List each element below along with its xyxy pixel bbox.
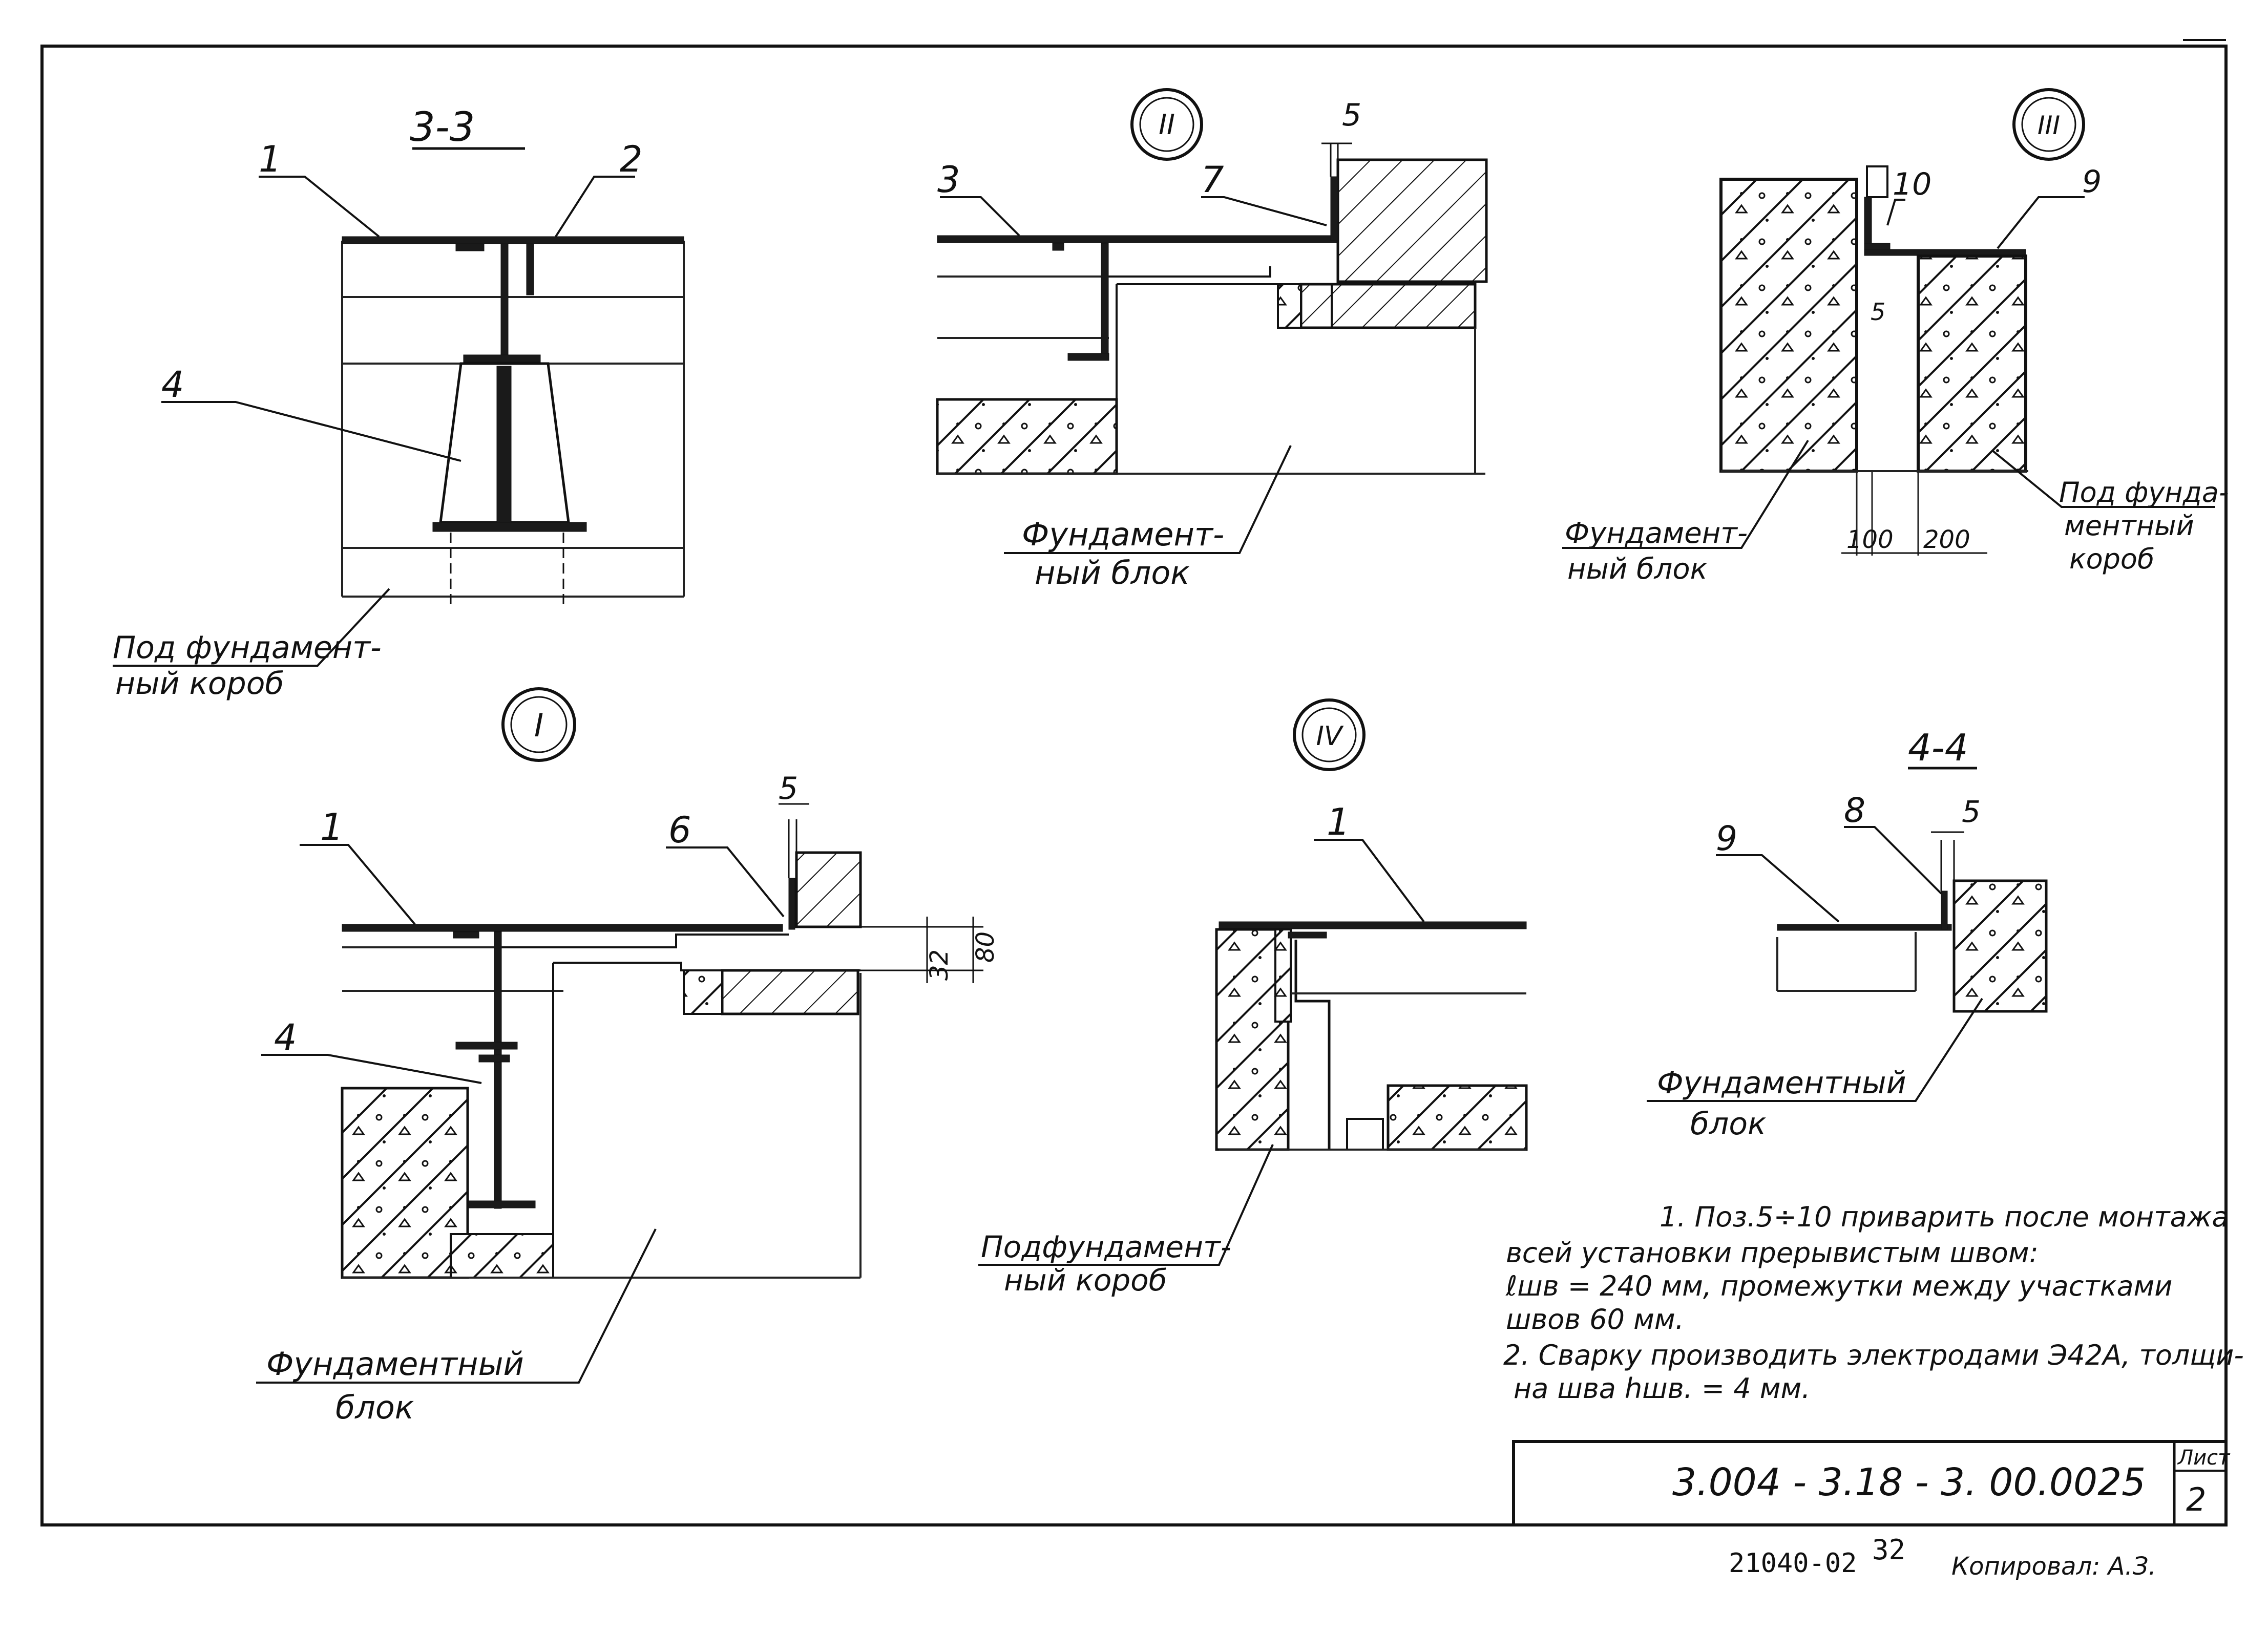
detail-section-4-4: 4-4 5 9 8 Фундаментный блок <box>1647 726 2048 1142</box>
callout-3: 3 <box>937 159 960 201</box>
sheet-number: 2 <box>2186 1481 2206 1518</box>
note-b-line-2: ментный <box>2064 510 2194 542</box>
inventory-number: 21040-02 <box>1729 1548 1857 1579</box>
note-1-line-2: всей установки прерывистым швом: <box>1506 1237 2039 1269</box>
hatched-wall <box>795 851 862 928</box>
note-line-1: Под фундамент- <box>113 630 382 666</box>
callout-1: 1 <box>320 805 344 849</box>
note-b-line-3: короб <box>2069 543 2154 575</box>
detail-iv: IV 1 Подфундамент- ный короб <box>978 698 1528 1298</box>
detail-marker-circle <box>1130 88 1203 161</box>
detail-marker-circle <box>2012 88 2085 161</box>
note-b-line-1: Под фунда- <box>2059 476 2229 508</box>
section-title: 3-3 <box>410 104 475 151</box>
note-a-line-1: Фундамент- <box>1565 517 1748 550</box>
callout-7: 7 <box>1201 159 1224 201</box>
note-line-1: Фундамент- <box>1022 516 1224 553</box>
sheet-frame <box>40 45 2228 1526</box>
foundation-concrete <box>341 1087 469 1279</box>
note-line-1: Фундаментный <box>266 1345 524 1383</box>
note-line-2: ный блок <box>1035 554 1190 591</box>
note-a-line-2: ный блок <box>1567 553 1708 586</box>
callout-1: 1 <box>1327 800 1350 843</box>
deck-plate <box>937 235 1337 243</box>
page-number: 32 <box>1872 1534 1905 1566</box>
copied-by: Копировал: А.З. <box>1951 1552 2156 1581</box>
note-1-line-4: швов 60 мм. <box>1506 1303 1684 1335</box>
callout-9: 9 <box>1716 819 1737 858</box>
deck-plate <box>1219 921 1527 929</box>
gap-dimension: 5 <box>779 771 798 807</box>
note-line-2: ный короб <box>1004 1263 1167 1298</box>
note-line-2: блок <box>1690 1106 1766 1142</box>
note-2-line-1: 2. Сварку производить электродами Э42А, … <box>1503 1339 2244 1371</box>
dim-200: 200 <box>1923 525 1970 554</box>
deck-plate <box>342 924 783 932</box>
dim-32: 32 <box>925 949 954 981</box>
hatched-wall <box>1336 158 1488 283</box>
note-line-2: ный короб <box>115 666 284 702</box>
detail-number: IV <box>1316 721 1344 752</box>
callout-4: 4 <box>274 1016 297 1058</box>
note-line-1: Фундаментный <box>1657 1065 1906 1101</box>
detail-i: I 5 80 32 1 6 4 Фундам <box>256 687 1000 1426</box>
callout-8: 8 <box>1844 791 1865 830</box>
note-line-1: Подфундамент- <box>981 1229 1231 1264</box>
title-block: 3.004 - 3.18 - 3. 00.0025 Лист 2 <box>1512 1440 2231 1526</box>
callout-2: 2 <box>620 138 643 180</box>
sheet-label: Лист <box>2177 1446 2231 1470</box>
footer: 21040-02 32 Копировал: А.З. <box>1729 1534 2156 1581</box>
callout-6: 6 <box>668 809 691 851</box>
dim-100: 100 <box>1846 525 1894 554</box>
detail-iii: III 100 200 5 10 9 Фундамент- ный блок П… <box>1562 88 2229 586</box>
drawing-code: 3.004 - 3.18 - 3. 00.0025 <box>1672 1460 2146 1504</box>
note-line-2: блок <box>335 1389 414 1426</box>
detail-number: I <box>534 707 543 744</box>
detail-section-3-3: 3-3 1 2 4 Под фундамент- ный короб <box>113 104 685 702</box>
note-1-line-1: 1. Поз.5÷10 приварить после монтажа <box>1660 1201 2229 1233</box>
foundation-block-left <box>1719 178 1858 473</box>
dim-80: 80 <box>971 931 1000 963</box>
detail-number: II <box>1159 109 1175 141</box>
detail-ii: II 5 3 7 Фундамент- ный блок <box>936 88 1488 591</box>
general-notes: 1. Поз.5÷10 приварить после монтажа всей… <box>1503 1201 2244 1405</box>
callout-1: 1 <box>259 138 282 180</box>
note-1-line-3: ℓшв = 240 мм, промежутки между участками <box>1505 1270 2172 1302</box>
deck-plate <box>342 236 684 244</box>
beam-web <box>494 931 502 1209</box>
foundation-concrete <box>936 398 1118 475</box>
detail-marker-circle <box>501 687 576 762</box>
callout-9: 9 <box>2082 164 2102 200</box>
foundation-box-right <box>1917 255 2027 473</box>
foundation-block <box>1952 879 2048 1013</box>
callout-10: 10 <box>1893 166 1931 202</box>
detail-marker-circle <box>1293 698 1366 771</box>
gap-dimension: 5 <box>1342 97 1361 133</box>
gap-dimension: 5 <box>1962 794 1981 829</box>
note-2-line-2: на шва hшв. = 4 мм. <box>1514 1372 1810 1405</box>
deck-plate <box>1777 924 1952 931</box>
gap-dimension: 5 <box>1871 298 1885 326</box>
callout-4: 4 <box>161 364 184 406</box>
section-title: 4-4 <box>1908 726 1968 769</box>
detail-number: III <box>2038 111 2060 140</box>
